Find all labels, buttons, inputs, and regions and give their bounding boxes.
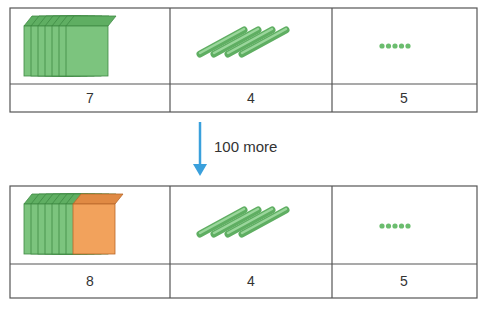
bottom-table xyxy=(10,186,477,298)
one-cube xyxy=(386,43,391,48)
hundred-flat-top xyxy=(73,194,123,204)
one-cube xyxy=(405,43,410,48)
one-cube xyxy=(399,43,404,48)
place-value-digit: 8 xyxy=(86,274,94,288)
place-value-digit: 7 xyxy=(86,91,94,105)
place-value-digit: 5 xyxy=(400,274,408,288)
base-ten-blocks xyxy=(24,16,411,254)
top-table xyxy=(10,8,477,112)
one-cube xyxy=(405,223,410,228)
arrow-head xyxy=(193,164,207,176)
table-rule xyxy=(10,263,477,264)
one-cube xyxy=(399,223,404,228)
ten-rod xyxy=(242,210,286,234)
table-rule xyxy=(169,8,170,112)
table-border xyxy=(10,186,477,298)
one-cube xyxy=(392,223,397,228)
ten-rod-shine xyxy=(242,29,286,53)
place-value-digit: 4 xyxy=(247,274,255,288)
down-arrow xyxy=(193,122,207,176)
one-cube xyxy=(386,223,391,228)
table-rule xyxy=(331,8,332,112)
table-rule xyxy=(331,186,332,298)
hundred-flat xyxy=(73,204,115,254)
one-cube xyxy=(379,223,384,228)
ten-rod xyxy=(242,30,286,54)
table-rule xyxy=(169,186,170,298)
table-border xyxy=(10,8,477,112)
place-value-digit: 5 xyxy=(400,91,408,105)
one-cube xyxy=(392,43,397,48)
hundred-flat-top xyxy=(66,16,116,26)
table-rule xyxy=(10,83,477,84)
arrow-shaft xyxy=(199,122,202,170)
ten-rod-shine xyxy=(242,209,286,233)
arrow-label: 100 more xyxy=(214,139,277,154)
one-cube xyxy=(379,43,384,48)
place-value-digit: 4 xyxy=(247,91,255,105)
hundred-flat xyxy=(66,26,108,76)
